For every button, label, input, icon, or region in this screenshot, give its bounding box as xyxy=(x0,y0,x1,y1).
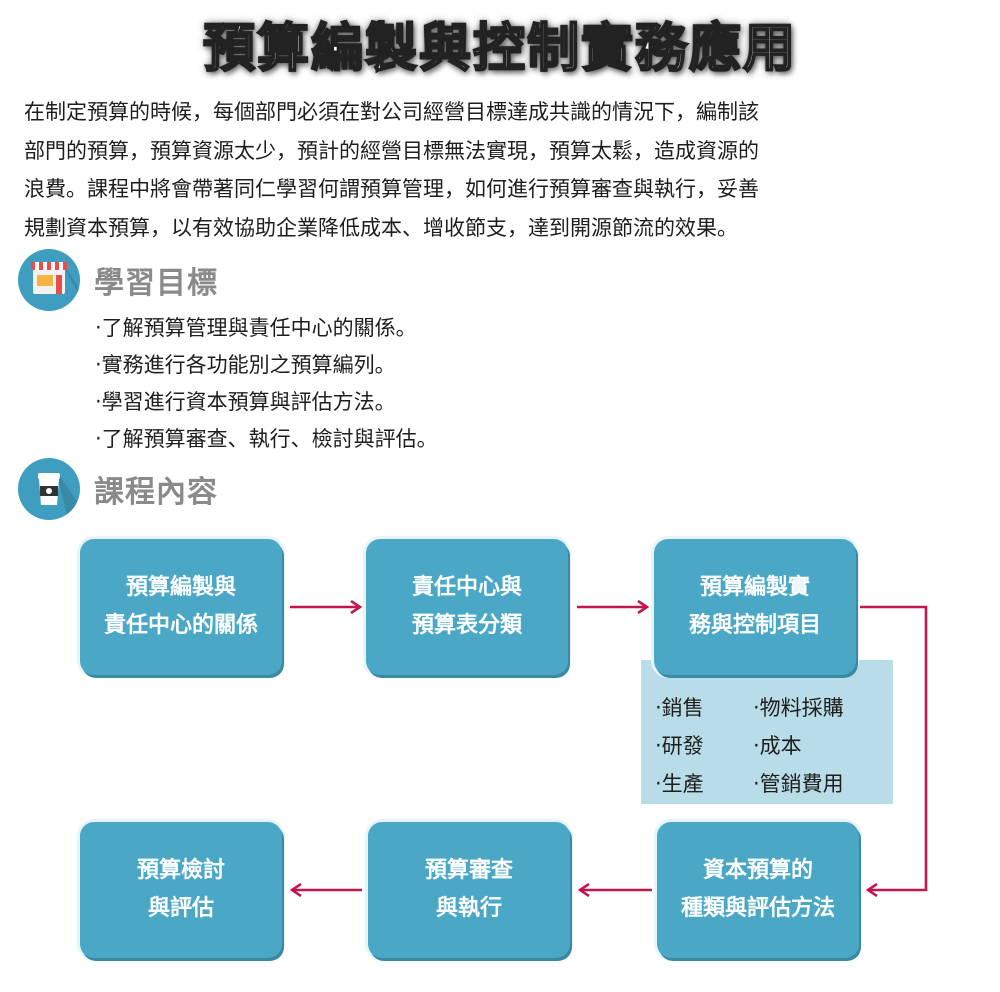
flow-step-label: 資本預算的 xyxy=(702,858,813,883)
flow-step-label: 預算檢討 xyxy=(136,858,225,883)
arrow-3-to-4 xyxy=(860,605,928,890)
shop-icon xyxy=(18,249,80,311)
flow-step-2: 責任中心與 預算表分類 xyxy=(366,539,568,675)
list-item: ‧研發 xyxy=(655,734,704,758)
flow-step-label: 預算編製實 xyxy=(699,575,810,600)
intro-line: 在制定預算的時候，每個部門必須在對公司經營目標達成共識的情況下，編制該 xyxy=(24,100,759,124)
flow-step-label: 責任中心與 xyxy=(411,575,522,600)
flow-step-6: 預算檢討 與評估 xyxy=(80,822,282,958)
flow-step-label: 預算表分類 xyxy=(411,613,522,638)
content-heading: 課程內容 xyxy=(18,458,218,520)
page-title-text: 預算編製與控制實務應用 xyxy=(202,18,797,80)
flow-step-3: 預算編製實 務與控制項目 xyxy=(654,539,856,675)
list-item: ‧生產 xyxy=(655,772,704,796)
intro-line: 規劃資本預算，以有效協助企業降低成本、增收節支，達到開源節流的效果。 xyxy=(24,215,738,240)
goals-heading-label: 學習目標 xyxy=(94,266,218,301)
flow-step-label: 預算審查 xyxy=(424,858,513,883)
control-items-panel: ‧銷售 ‧物料採購 ‧研發 ‧成本 ‧生產 ‧管銷費用 xyxy=(641,660,893,804)
intro-paragraph: 在制定預算的時候，每個部門必須在對公司經營目標達成共識的情況下，編制該 部門的預… xyxy=(24,93,979,247)
list-item: ‧銷售 xyxy=(655,696,704,720)
flow-step-label: 種類與評估方法 xyxy=(680,896,835,921)
list-item: ‧了解預算審查、執行、檢討與評估。 xyxy=(95,427,438,451)
flow-step-label: 預算編製與 xyxy=(125,575,236,600)
list-item: ‧物料採購 xyxy=(753,696,844,720)
flow-step-5: 預算審查 與執行 xyxy=(368,822,570,958)
intro-line: 浪費。課程中將會帶著同仁學習何謂預算管理，如何進行預算審查與執行，妥善 xyxy=(24,177,759,201)
intro-line: 部門的預算，預算資源太少，預計的經營目標無法實現，預算太鬆，造成資源的 xyxy=(24,138,759,163)
flow-step-label: 與評估 xyxy=(147,896,214,921)
list-item: ‧了解預算管理與責任中心的關係。 xyxy=(95,316,417,340)
list-item: ‧成本 xyxy=(753,734,802,758)
list-item: ‧管銷費用 xyxy=(753,772,844,796)
flow-step-label: 與執行 xyxy=(435,896,502,921)
page-title: 預算編製與控制實務應用 xyxy=(0,0,1000,86)
flow-step-4: 資本預算的 種類與評估方法 xyxy=(657,822,859,958)
goals-heading: 學習目標 xyxy=(18,249,218,311)
flow-step-label: 責任中心的關係 xyxy=(103,613,258,638)
list-item: ‧實務進行各功能別之預算編列。 xyxy=(95,353,396,377)
goals-list: ‧了解預算管理與責任中心的關係。 ‧實務進行各功能別之預算編列。 ‧學習進行資本… xyxy=(95,310,438,458)
list-item: ‧學習進行資本預算與評估方法。 xyxy=(95,390,396,414)
flow-step-1: 預算編製與 責任中心的關係 xyxy=(80,539,282,675)
flow-step-label: 務與控制項目 xyxy=(688,613,821,638)
content-heading-label: 課程內容 xyxy=(94,475,218,510)
